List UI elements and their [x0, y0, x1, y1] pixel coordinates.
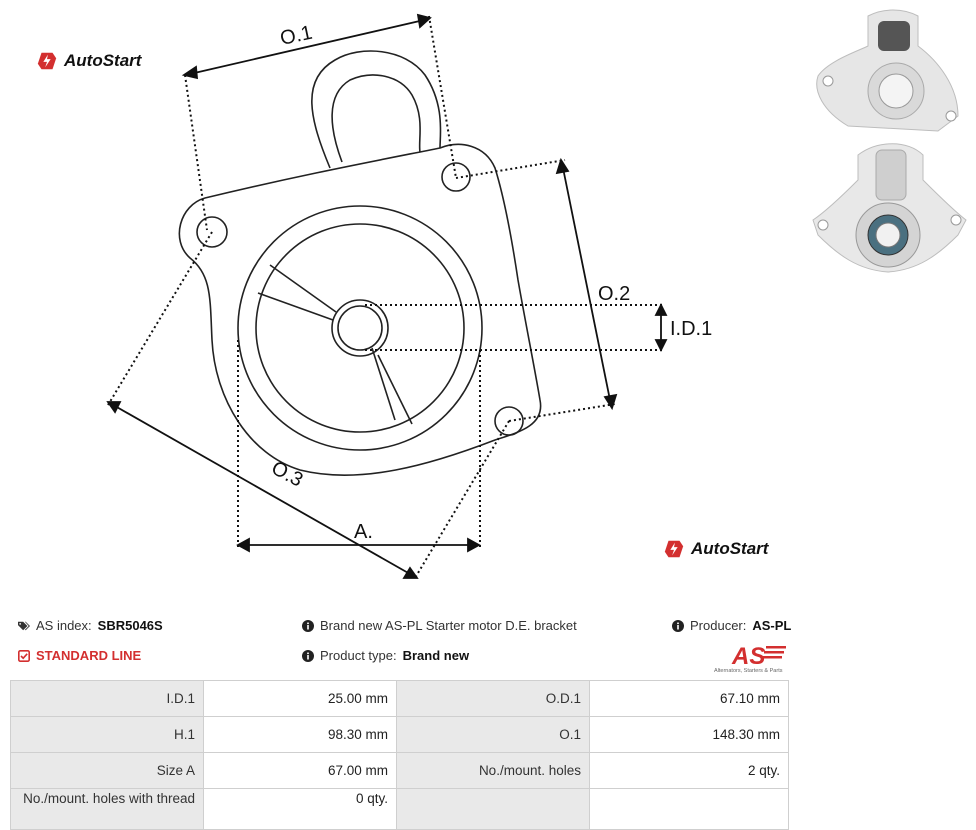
- spec-value: 0 qty.: [203, 788, 397, 830]
- info-circle-icon: [302, 619, 314, 632]
- spec-label: I.D.1: [10, 680, 204, 717]
- brand-mark-icon: [664, 540, 684, 558]
- bracket-loop-inner: [331, 74, 421, 163]
- label-o1: O.1: [278, 22, 314, 50]
- spec-value: 67.00 mm: [203, 752, 397, 789]
- description-text: Brand new AS-PL Starter motor D.E. brack…: [320, 618, 577, 633]
- spec-value: 67.10 mm: [589, 680, 789, 717]
- tags-icon: [18, 621, 30, 630]
- mount-hole-bottom: [494, 406, 524, 436]
- brand-name: AutoStart: [691, 539, 769, 558]
- mount-hole-top: [441, 162, 471, 192]
- spec-label: Size A: [10, 752, 204, 789]
- info-circle-icon: [302, 649, 314, 662]
- spec-value: 25.00 mm: [203, 680, 397, 717]
- spec-value: 98.30 mm: [203, 716, 397, 753]
- label-o2: O.2: [598, 283, 630, 305]
- product-thumbnail-2[interactable]: [808, 140, 968, 280]
- outer-ring: [237, 205, 483, 451]
- producer-value: AS-PL: [752, 618, 792, 633]
- as-index: AS index: SBR5046S: [18, 618, 163, 633]
- bracket-outline: [178, 143, 542, 476]
- mount-hole-left: [196, 216, 228, 248]
- product-type-value: Brand new: [402, 648, 470, 663]
- table-row: Size A 67.00 mm No./mount. holes 2 qty.: [10, 752, 789, 789]
- info-circle-icon: [672, 619, 684, 632]
- technical-drawing: O.1 O.2 O.3 I.D.1 A.: [106, 13, 712, 579]
- brand-logo-top: AutoStart: [36, 50, 141, 72]
- product-thumbnail-1[interactable]: [808, 6, 968, 136]
- spec-label: No./mount. holes with thread: [10, 788, 204, 830]
- spec-value: [589, 788, 789, 830]
- spec-label: O.1: [396, 716, 590, 753]
- as-pl-logo: AS Alternators, Starters & Parts: [714, 643, 786, 674]
- product-type-label: Product type:: [320, 648, 397, 663]
- as-logo-tagline: Alternators, Starters & Parts: [714, 668, 783, 674]
- spec-label: H.1: [10, 716, 204, 753]
- label-id1: I.D.1: [670, 318, 712, 340]
- product-line: STANDARD LINE: [18, 648, 141, 663]
- producer-label: Producer:: [690, 618, 747, 633]
- brand-name: AutoStart: [64, 51, 142, 70]
- as-index-label: AS index:: [36, 618, 92, 633]
- check-square-icon: [18, 649, 30, 662]
- producer: Producer: AS-PL: [672, 618, 791, 633]
- as-index-value: SBR5046S: [97, 618, 163, 633]
- table-row: I.D.1 25.00 mm O.D.1 67.10 mm: [10, 680, 789, 717]
- inner-ring: [255, 223, 465, 433]
- spec-value: 2 qty.: [589, 752, 789, 789]
- product-line-text: STANDARD LINE: [36, 648, 142, 663]
- bore-inner: [337, 305, 383, 351]
- brand-mark-icon: [37, 52, 57, 70]
- table-row: H.1 98.30 mm O.1 148.30 mm: [10, 716, 789, 753]
- spec-label: No./mount. holes: [396, 752, 590, 789]
- product-type: Product type: Brand new: [302, 648, 469, 663]
- bore-outer: [331, 299, 389, 357]
- brand-logo-bottom: AutoStart: [663, 538, 768, 560]
- label-a: A.: [354, 521, 373, 543]
- spec-label: [396, 788, 590, 830]
- product-description: Brand new AS-PL Starter motor D.E. brack…: [302, 618, 577, 633]
- label-o3: O.3: [268, 457, 307, 492]
- table-row: No./mount. holes with thread 0 qty.: [10, 788, 789, 830]
- as-logo-text: AS: [731, 643, 765, 670]
- spec-value: 148.30 mm: [589, 716, 789, 753]
- bracket-loop: [311, 50, 442, 169]
- spec-label: O.D.1: [396, 680, 590, 717]
- spec-table: I.D.1 25.00 mm O.D.1 67.10 mm H.1 98.30 …: [10, 680, 789, 830]
